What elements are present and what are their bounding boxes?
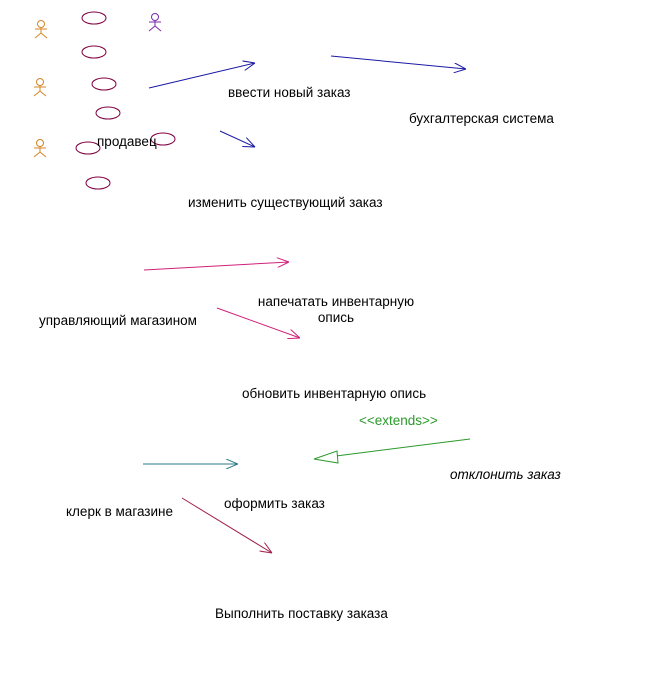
actor-icon-orange-3 [33, 139, 47, 158]
association-seller-new-order [148, 63, 255, 89]
association-manager-print-inventory [143, 262, 289, 271]
actor-icon-orange-1 [34, 20, 48, 39]
use-case-label-process-order: оформить заказ [224, 496, 325, 511]
actor-label-accounting-system: бухгалтерская система [409, 111, 554, 126]
use-case-ellipse-icon [81, 11, 107, 25]
use-case-label-print-inventory: напечатать инвентарную опись [257, 294, 415, 325]
use-case-label-ship-order: Выполнить поставку заказа [215, 606, 388, 621]
actor-icon-purple [148, 13, 162, 32]
use-case-label-new-order: ввести новый заказ [228, 85, 351, 100]
use-case-label-change-order: изменить существующий заказ [188, 195, 383, 210]
use-case-ellipse-icon [150, 132, 176, 146]
use-case-ellipse-icon [75, 141, 101, 155]
actor-label-store-manager: управляющий магазином [39, 313, 197, 328]
use-case-label-update-inventory: обновить инвентарную опись [242, 386, 427, 401]
use-case-label-reject-order: отклонить заказ [450, 467, 561, 482]
actor-icon-orange-2 [33, 78, 47, 97]
association-clerk-ship-order [181, 497, 272, 553]
actor-label-seller: продавец [97, 134, 157, 149]
use-case-ellipse-icon [95, 106, 121, 120]
use-case-ellipse-icon [91, 77, 117, 91]
association-seller-change-order [219, 130, 255, 147]
use-case-ellipse-icon [85, 176, 111, 190]
extends-stereotype-label: <<extends>> [359, 413, 438, 428]
association-new-order-accounting [330, 55, 466, 69]
extends-relationship [313, 438, 471, 464]
use-case-ellipse-icon [81, 45, 107, 59]
association-manager-update-inventory [216, 307, 300, 338]
actor-label-store-clerk: клерк в магазине [66, 504, 173, 519]
